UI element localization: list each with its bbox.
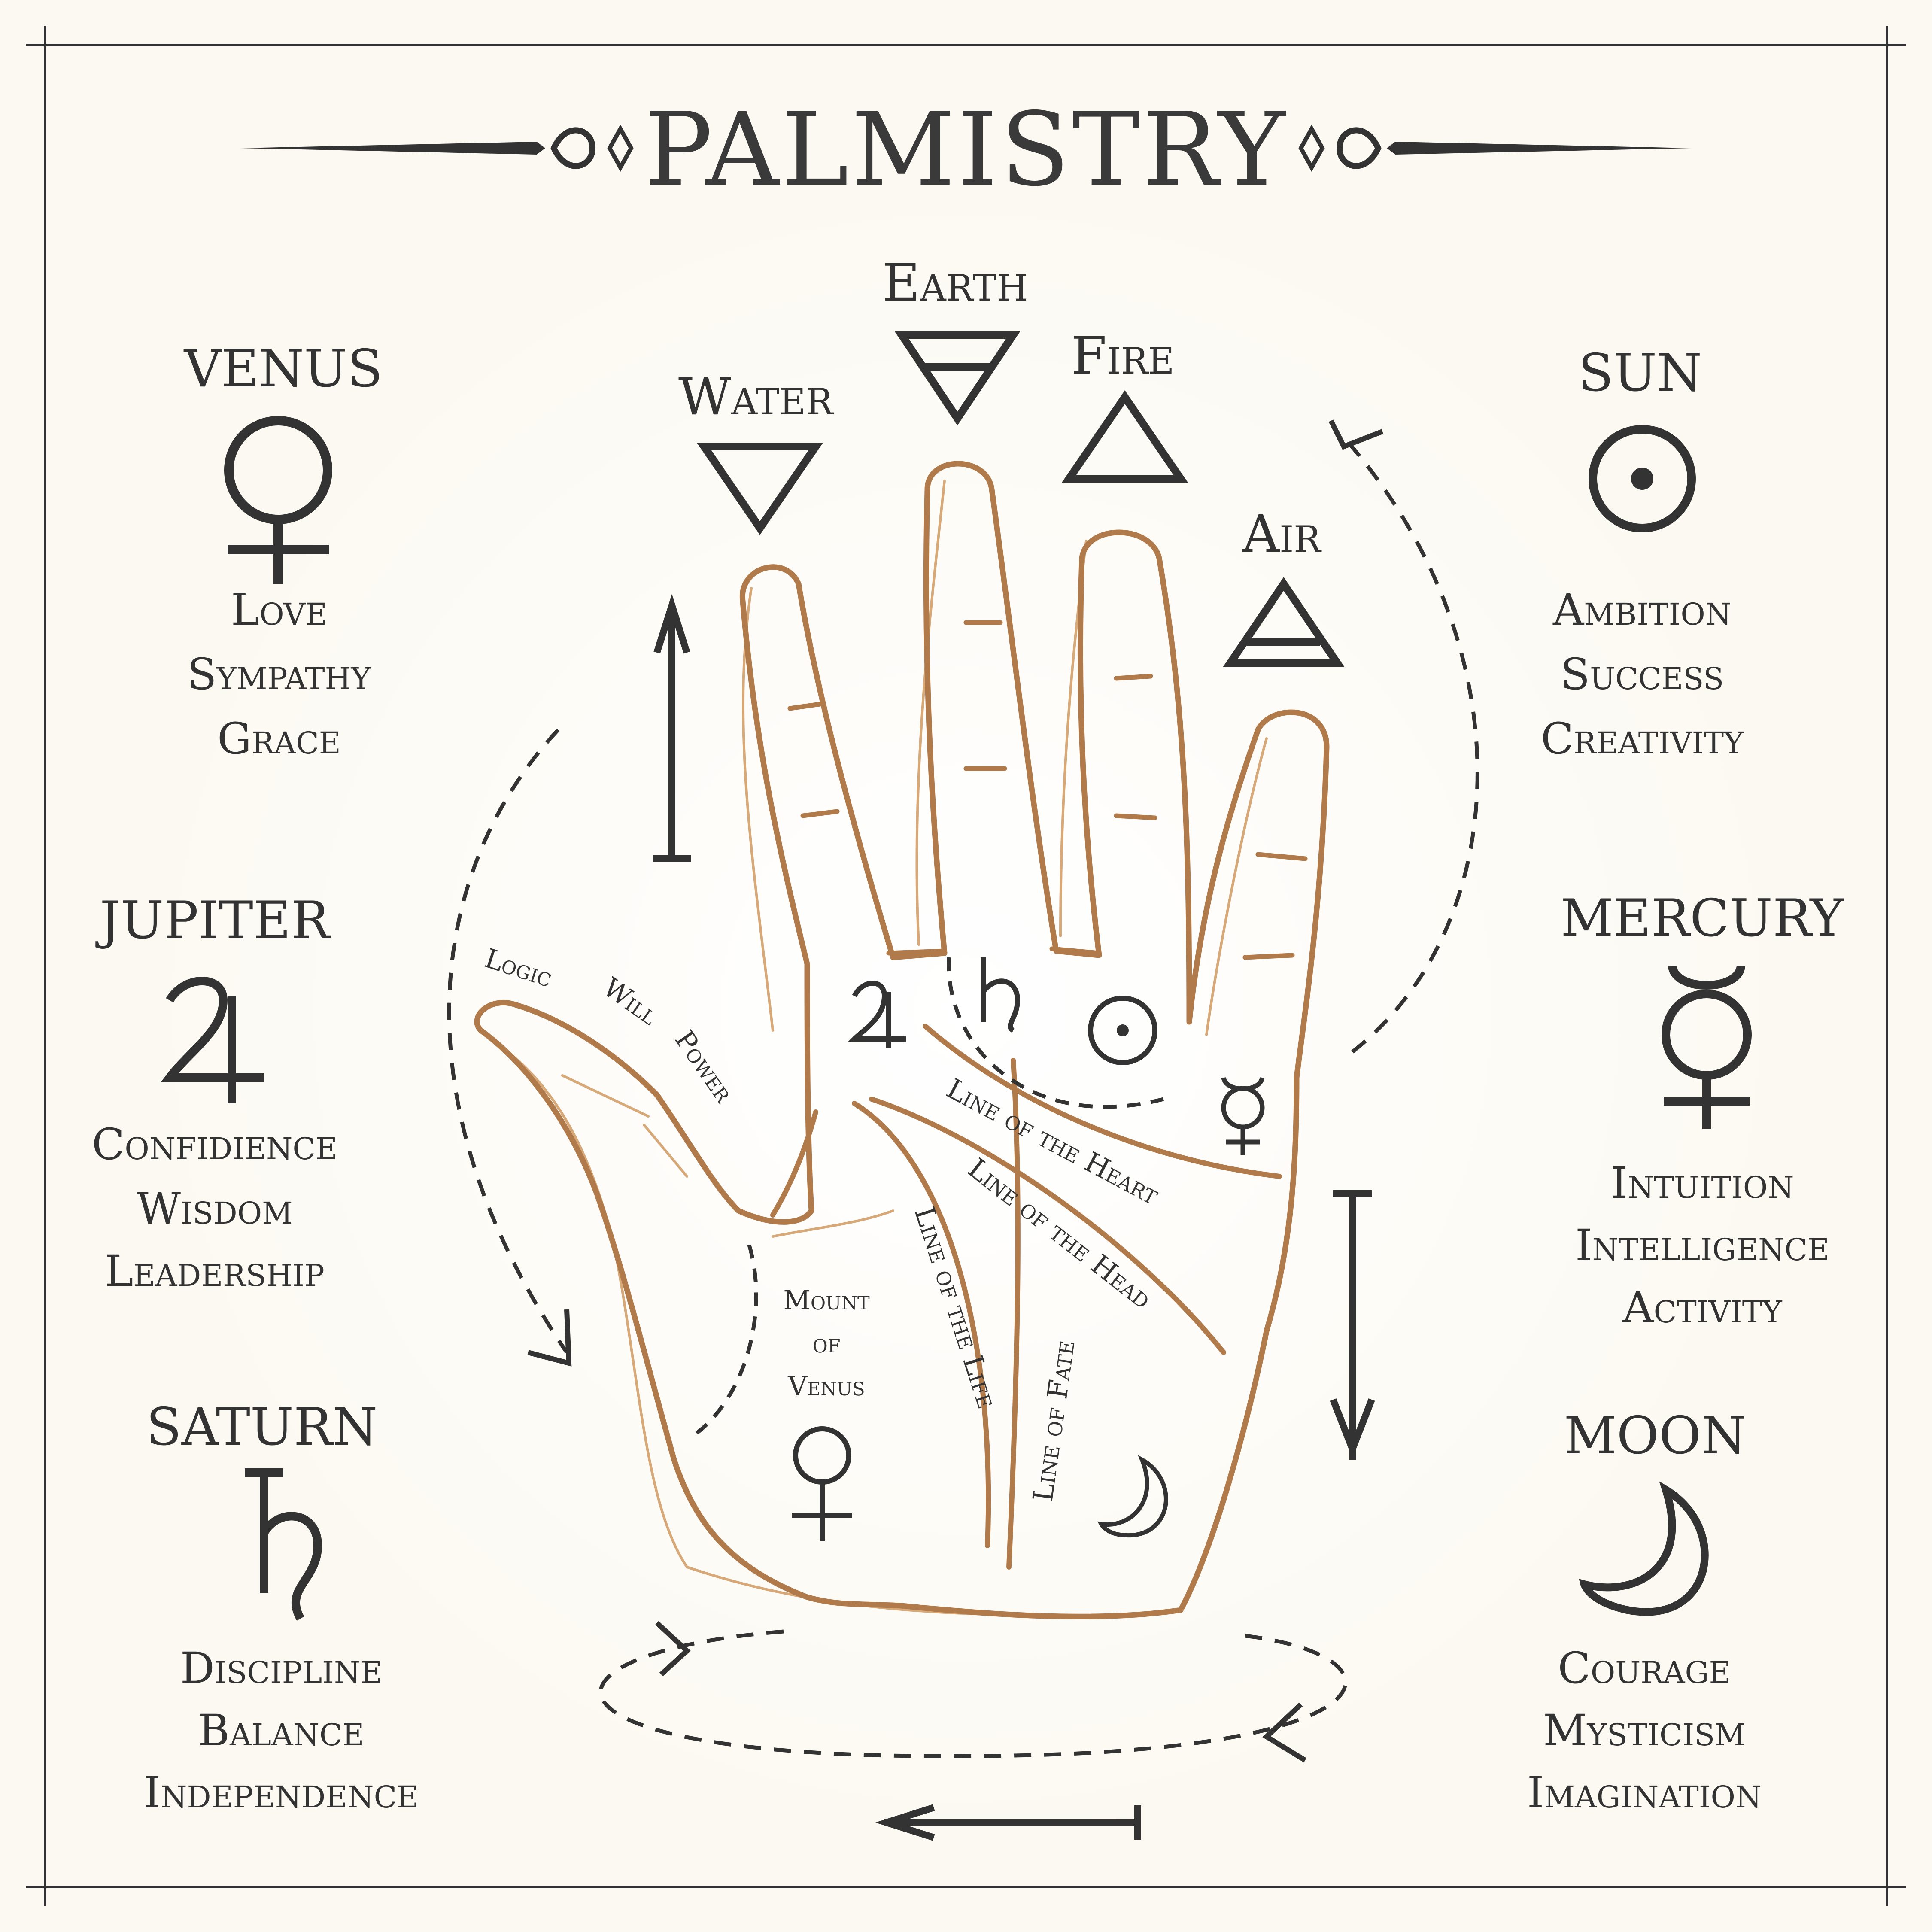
element-fire: Fire (1061, 326, 1188, 483)
sun-icon (1589, 425, 1696, 532)
trait: Balance (198, 1705, 365, 1756)
planet-moon: MOON Courage Mysticism Imagination (1527, 1406, 1762, 1818)
trait: Intelligence (1575, 1220, 1829, 1270)
mount-arc (947, 957, 1164, 1109)
palm-venus-icon (792, 1426, 852, 1541)
venus-mount-arc (694, 1244, 758, 1436)
element-air: Air (1223, 504, 1345, 667)
arrow-up (653, 594, 691, 862)
title-ornament-right (1298, 124, 1692, 172)
palm-saturn-icon (981, 957, 1021, 1033)
life-line (852, 1101, 991, 1548)
saturn-icon (245, 1468, 322, 1621)
palm-mercury-icon (1221, 1077, 1265, 1155)
air-triangle-icon (1223, 577, 1345, 667)
trait: Discipline (180, 1643, 383, 1693)
fire-triangle-icon (1061, 390, 1188, 483)
mercury-icon (1662, 965, 1752, 1129)
jupiter-icon (161, 977, 264, 1103)
planet-venus: VENUS Love Sympathy Grace (183, 339, 383, 764)
trait: Mysticism (1543, 1705, 1746, 1756)
trait: Ambition (1552, 585, 1732, 635)
head-line (869, 1097, 1226, 1355)
palm-moon-icon (1097, 1455, 1168, 1538)
cycle-arrows (447, 419, 1479, 1763)
palm-sun-icon (1088, 996, 1157, 1065)
planet-name: SUN (1578, 343, 1702, 403)
earth-triangle-icon (894, 331, 1021, 426)
planet-jupiter: JUPITER Confidience Wisdom Leadership (92, 891, 337, 1296)
planet-saturn: SATURN Discipline Balance Independence (144, 1397, 419, 1818)
trait: Love (231, 585, 327, 635)
heart-line (923, 1024, 1282, 1179)
element-label: Fire (1071, 326, 1174, 386)
moon-icon (1579, 1481, 1709, 1616)
arrow-left (875, 1804, 1141, 1841)
trait: Grace (217, 714, 341, 764)
planet-name: JUPITER (95, 891, 331, 951)
trait: Independence (144, 1768, 419, 1818)
trait: Success (1561, 649, 1724, 699)
trait: Leadership (105, 1246, 325, 1296)
fate-line (1006, 1058, 1021, 1570)
trait: Intuition (1610, 1158, 1794, 1208)
venus-icon (224, 416, 332, 584)
water-triangle-icon (696, 443, 823, 535)
element-label: Air (1242, 504, 1322, 564)
planet-name: MOON (1564, 1406, 1747, 1466)
trait: Wisdom (137, 1184, 293, 1234)
trait: Sympathy (187, 649, 371, 699)
trait: Courage (1558, 1643, 1731, 1693)
planet-sun: SUN Ambition Success Creativity (1541, 343, 1744, 764)
element-earth: Earth (882, 253, 1028, 426)
palm-jupiter-icon (848, 981, 906, 1048)
title-ornament-left (240, 124, 634, 172)
arrow-down (1330, 1190, 1375, 1460)
trait: Confidience (92, 1119, 337, 1170)
planet-mercury: MERCURY Intuition Intelligence Activity (1561, 889, 1844, 1333)
trait: Creativity (1541, 714, 1744, 764)
element-label: Earth (882, 253, 1028, 313)
trait: Imagination (1527, 1768, 1762, 1818)
planet-name: SATURN (146, 1397, 378, 1457)
frame-border (26, 26, 1906, 1906)
mount-of-venus-label: Mount (783, 1285, 870, 1316)
palm-hand (474, 461, 1330, 1619)
planet-name: MERCURY (1561, 889, 1844, 948)
page-title: PALMISTRY (644, 91, 1288, 209)
mount-of-venus-label: of (812, 1327, 840, 1359)
trait: Activity (1622, 1282, 1782, 1333)
element-label: Water (678, 367, 834, 427)
mount-of-venus-label: Venus (787, 1370, 865, 1402)
element-water: Water (678, 367, 834, 535)
planet-name: VENUS (183, 339, 383, 399)
